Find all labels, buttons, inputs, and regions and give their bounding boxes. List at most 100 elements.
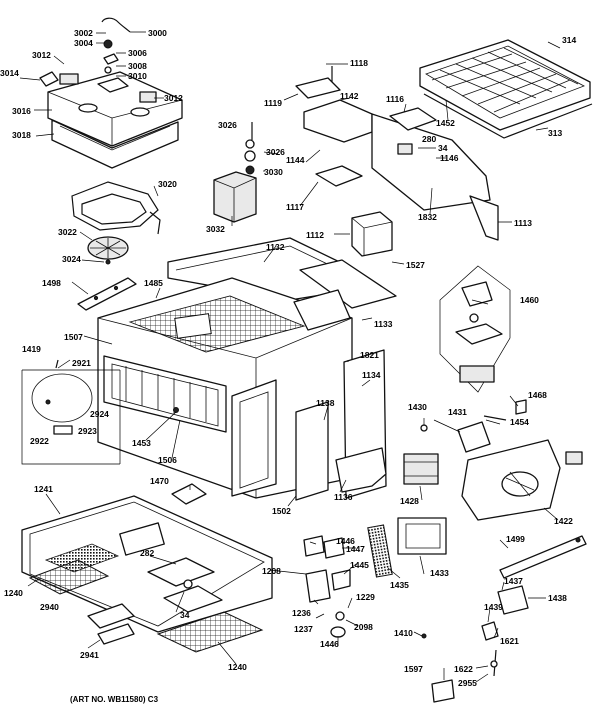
label-1506: 1506 [158,455,177,465]
label-1445: 1445 [350,560,369,570]
label-1419: 1419 [22,344,41,354]
label-1438: 1438 [548,593,567,603]
label-314: 314 [562,35,576,45]
lamp-cover [87,603,135,645]
grease-filter-right [156,611,264,653]
label-3032: 3032 [206,224,225,234]
label-3030: 3030 [264,167,283,177]
label-1138: 1138 [316,398,335,408]
label-1240a: 1240 [4,588,23,598]
label-1433: 1433 [430,568,449,578]
label-2941: 2941 [80,650,99,660]
label-1144: 1144 [286,155,305,165]
label-1208: 1208 [262,566,281,576]
stirrer-fan-part [87,236,129,265]
label-1447: 1447 [346,544,365,554]
leader-lines [19,31,561,683]
label-1240b: 1240 [228,662,247,672]
label-1460: 1460 [520,295,539,305]
label-1430: 1430 [408,402,427,412]
oven-cavity [97,237,353,499]
label-1132: 1132 [266,242,285,252]
blower-wheel [461,439,583,521]
thermostat-part [213,122,257,223]
label-1435: 1435 [390,580,409,590]
part-labels: 3002 3000 3004 3012 3006 3008 3014 3010 … [0,28,576,704]
label-1118: 1118 [350,58,368,68]
label-3010: 3010 [128,71,147,81]
label-2940: 2940 [40,602,59,612]
interlock-switches [421,585,529,703]
label-1237: 1237 [294,624,313,634]
label-1821: 1821 [360,350,379,360]
label-34b: 34 [180,610,190,620]
label-1428: 1428 [400,496,419,506]
label-3012a: 3012 [32,50,51,60]
label-2923: 2923 [78,426,97,436]
label-3016: 3016 [12,106,31,116]
fan-motor-group [439,265,511,393]
label-1507: 1507 [64,332,83,342]
left-bracket [77,277,137,311]
vent-grille-vertical [367,524,393,578]
top-panel [293,259,397,331]
transformer [397,453,447,555]
oven-rack [419,39,593,139]
label-1622: 1622 [454,664,473,674]
switch-cluster [303,535,351,638]
label-1422: 1422 [554,516,573,526]
label-1134: 1134 [362,370,381,380]
label-3008: 3008 [128,61,147,71]
label-1146: 1146 [440,153,459,163]
label-282: 282 [140,548,154,558]
label-3020: 3020 [158,179,177,189]
label-280: 280 [422,134,436,144]
label-1236: 1236 [292,608,311,618]
label-1117: 1117 [286,202,304,212]
label-3018: 3018 [12,130,31,140]
label-1431: 1431 [448,407,467,417]
label-1439: 1439 [484,602,503,612]
label-2921: 2921 [72,358,91,368]
label-1112: 1112 [306,230,324,240]
label-1502: 1502 [272,506,291,516]
label-1499: 1499 [506,534,525,544]
label-1410: 1410 [394,628,413,638]
label-2924: 2924 [90,409,109,419]
right-side-panels [171,349,387,505]
top-cover-assembly [47,71,183,169]
label-3006: 3006 [128,48,147,58]
duct-assembly [295,66,499,241]
label-2922: 2922 [30,436,49,446]
label-1832: 1832 [418,212,437,222]
label-1527: 1527 [406,260,425,270]
label-3024: 3024 [62,254,81,264]
label-2098: 2098 [354,622,373,632]
label-1437: 1437 [504,576,523,586]
label-1468: 1468 [528,390,547,400]
label-1485: 1485 [144,278,163,288]
label-1229: 1229 [356,592,375,602]
label-3026b: 3026 [266,147,285,157]
damper-housing [351,211,393,257]
label-1446b: 1446 [320,639,339,649]
latch-bracket [420,399,527,453]
door-switch-arm [499,535,587,579]
label-1142: 1142 [340,91,359,101]
label-1136: 1136 [334,492,353,502]
label-1119: 1119 [264,98,282,108]
grease-filter-left [28,559,110,595]
label-1597: 1597 [404,664,423,674]
label-3026a: 3026 [218,120,237,130]
label-1133: 1133 [374,319,393,329]
wire-connector-part [39,17,131,87]
label-1621: 1621 [500,636,519,646]
bottom-panel [21,495,273,633]
label-1116: 1116 [386,94,404,104]
label-3004: 3004 [74,38,93,48]
label-34a: 34 [438,143,448,153]
label-1498: 1498 [42,278,61,288]
light-socket-dial [21,359,121,465]
label-1452: 1452 [436,118,455,128]
